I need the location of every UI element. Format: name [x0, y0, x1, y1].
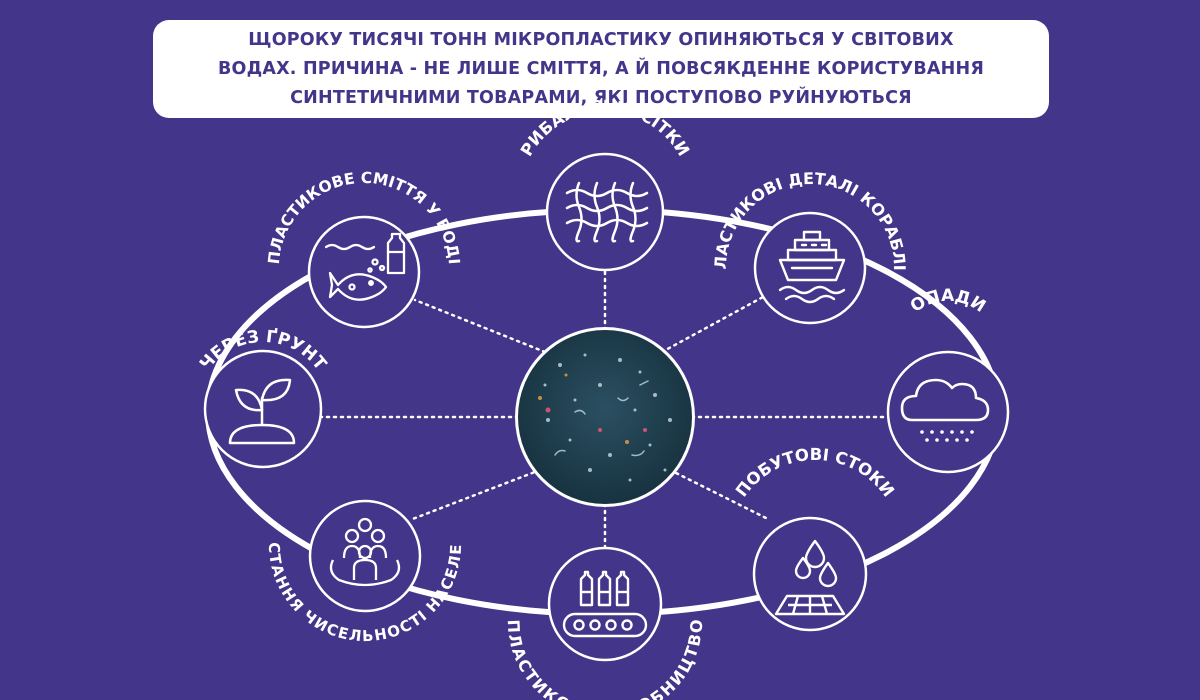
label-fishing-nets: РИБАЛЬСЬКІ СІТКИ	[517, 97, 693, 160]
header-line-2: ВОДАХ. ПРИЧИНА - НЕ ЛИШЕ СМІТТЯ, А Й ПОВ…	[217, 58, 985, 79]
header-banner: ЩОРОКУ ТИСЯЧІ ТОНН МІКРОПЛАСТИКУ ОПИНЯЮТ…	[153, 20, 1049, 118]
water-drops-drain-icon	[774, 539, 846, 616]
fishing-net-icon	[565, 181, 649, 243]
conveyor-bottles-icon	[562, 570, 648, 638]
connector-debris	[413, 298, 547, 354]
circle-water-debris	[307, 215, 421, 329]
header-text: ЩОРОКУ ТИСЯЧІ ТОНН МІКРОПЛАСТИКУ ОПИНЯЮТ…	[218, 26, 984, 113]
label-household-drains: ПОБУТОВІ СТОКИ	[732, 445, 898, 501]
circle-population-growth	[308, 499, 422, 613]
connector-lines	[318, 260, 888, 562]
circle-fishing-nets	[545, 152, 665, 272]
connector-drains	[668, 468, 772, 522]
center-microplastic-photo	[515, 327, 695, 507]
fish-bottle-icon	[324, 232, 406, 301]
people-group-icon	[329, 517, 401, 587]
circle-precipitation	[886, 350, 1010, 474]
connector-pop	[408, 468, 542, 522]
header-line-1: ЩОРОКУ ТИСЯЧІ ТОНН МІКРОПЛАСТИКУ ОПИНЯЮТ…	[248, 29, 954, 50]
sprout-icon	[228, 378, 296, 445]
ship-icon	[778, 230, 846, 304]
rain-cloud-icon	[900, 378, 990, 442]
header-line-3: СИНТЕТИЧНИМИ ТОВАРАМИ, ЯКІ ПОСТУПОВО РУЙ…	[290, 87, 912, 108]
connector-ship	[660, 295, 765, 354]
